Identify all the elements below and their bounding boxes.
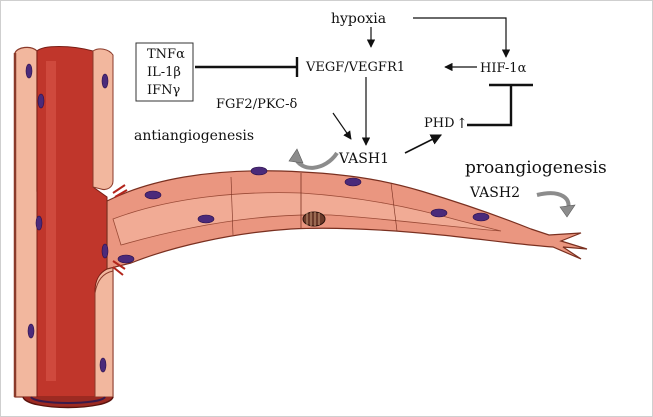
nucleus: [101, 243, 109, 259]
label-phd-up: ↑: [456, 116, 468, 132]
label-phd: PHD: [424, 116, 455, 131]
label-antiangiogenesis: antiangiogenesis: [134, 128, 254, 144]
inhibition-cytokines-vegf: [195, 57, 299, 77]
curved-arrow-antiangiogenesis: [288, 148, 339, 170]
nucleus: [472, 212, 490, 222]
sprout-lumen: [112, 192, 502, 246]
arrow-fgf-vash1: [332, 112, 352, 140]
arrow-vash1-phd: [404, 134, 443, 154]
nucleus: [25, 63, 33, 79]
label-hif: HIF-1α: [480, 61, 527, 76]
cytokine-box: [135, 42, 194, 102]
label-hypoxia: hypoxia: [331, 11, 386, 27]
arrow-hypoxia-hif: [413, 17, 511, 58]
label-tnf: TNFα: [147, 47, 185, 62]
nucleus: [144, 190, 162, 200]
parent-vessel-lower-right-wall: [94, 270, 114, 398]
label-vash2: VASH2: [469, 185, 520, 201]
nucleus: [27, 323, 35, 339]
nucleus: [35, 215, 43, 231]
dividing-cell: [302, 211, 326, 227]
nucleus: [344, 177, 362, 187]
curved-arrow-proangiogenesis: [536, 191, 576, 218]
label-vegf: VEGF/VEGFR1: [305, 60, 405, 75]
nucleus: [430, 208, 448, 218]
label-proangiogenesis: proangiogenesis: [465, 158, 607, 178]
nucleus: [117, 254, 135, 264]
inhibition-phd-hif: [467, 83, 533, 127]
label-il1: IL-1β: [147, 65, 181, 80]
nucleus: [101, 73, 109, 89]
nucleus: [197, 214, 215, 224]
pathway-arrows: [332, 17, 511, 154]
nucleus: [37, 93, 45, 109]
label-ifn: IFNγ: [147, 83, 181, 98]
nucleus: [250, 166, 268, 176]
vessel-illustration: [13, 46, 588, 409]
parent-vessel-right-wall: [92, 48, 114, 190]
label-vash1: VASH1: [338, 151, 389, 167]
label-fgf: FGF2/PKC-δ: [216, 97, 298, 112]
cell-nuclei: [25, 63, 490, 373]
nucleus: [99, 357, 107, 373]
